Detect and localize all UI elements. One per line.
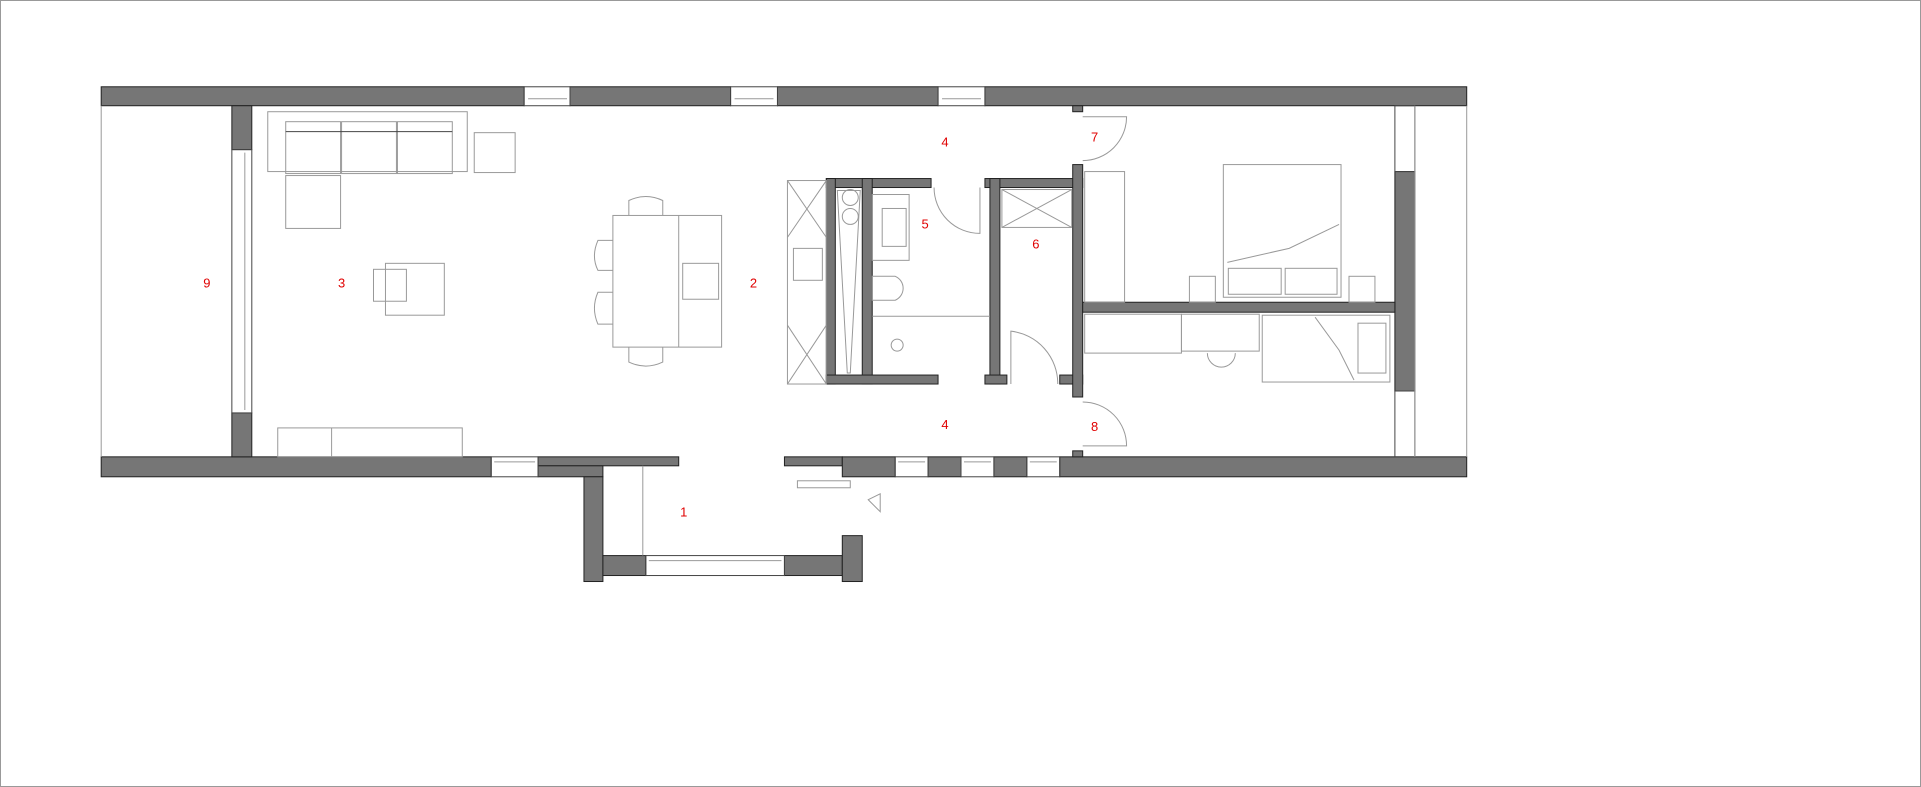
room-label-living: 3 xyxy=(338,275,345,290)
furniture xyxy=(267,111,1391,458)
room-label-hall-top: 4 xyxy=(941,135,948,150)
room-label-shower-room: 6 xyxy=(1032,236,1039,251)
windows xyxy=(100,86,1468,577)
room-label-bedroom-2: 8 xyxy=(1091,419,1098,434)
room-label-hall-bottom: 4 xyxy=(941,417,948,432)
room-label-entrance: 1 xyxy=(680,505,687,520)
room-label-bedroom-1: 7 xyxy=(1091,130,1098,145)
room-label-kitchen: 2 xyxy=(750,275,757,290)
room-label-bathroom: 5 xyxy=(921,216,928,231)
doors xyxy=(642,116,1128,556)
walls xyxy=(100,86,1468,583)
room-label-balcony: 9 xyxy=(203,275,210,290)
room-labels: 1 2 3 4 4 5 6 7 8 9 xyxy=(203,130,1098,520)
